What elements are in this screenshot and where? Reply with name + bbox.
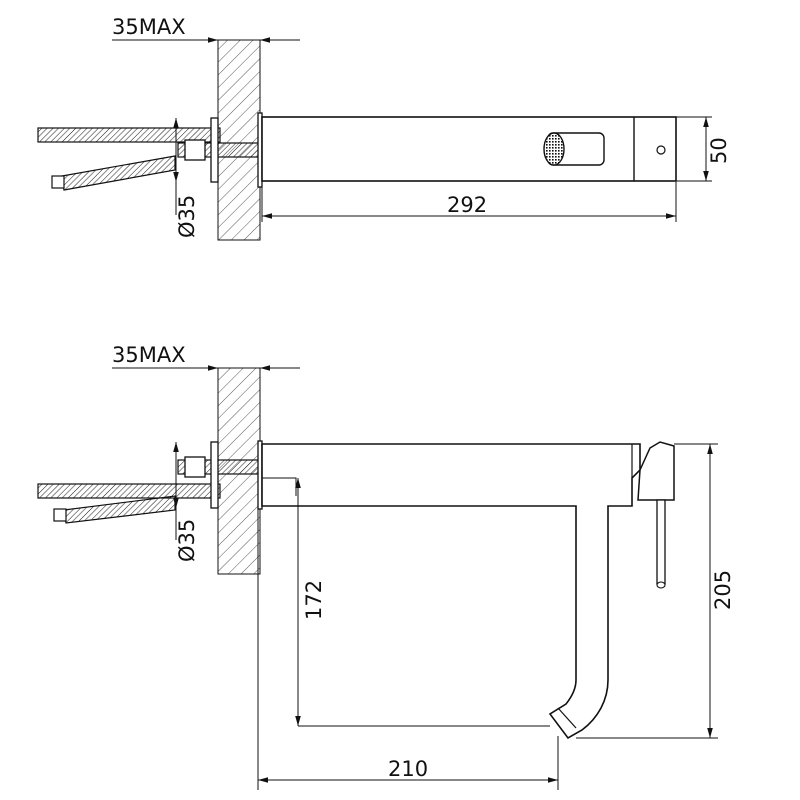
escutcheon-plate bbox=[210, 441, 219, 509]
braided-hose bbox=[61, 155, 176, 191]
hex-nut bbox=[184, 139, 206, 161]
diameter-dimension: Ø35 bbox=[173, 118, 199, 238]
length-dimension: 292 bbox=[261, 182, 677, 222]
hose-end-fitting bbox=[51, 175, 65, 189]
total-height-label: 205 bbox=[711, 570, 735, 610]
height-dimension: 50 bbox=[676, 116, 731, 182]
escutcheon-plate bbox=[210, 117, 219, 183]
top-view: 35MAX Ø35 292 bbox=[37, 15, 731, 241]
aerator-mesh-icon bbox=[543, 132, 565, 166]
hose-end-fitting bbox=[53, 508, 67, 522]
wall-section bbox=[217, 39, 261, 241]
braided-hose bbox=[37, 483, 221, 499]
wall-thickness-label: 35MAX bbox=[112, 343, 186, 367]
wall-thickness-label: 35MAX bbox=[112, 15, 186, 39]
spout-body-side bbox=[261, 443, 641, 740]
projection-label: 210 bbox=[388, 757, 428, 781]
diameter-label: Ø35 bbox=[175, 519, 199, 562]
spout-drop-dimension: 172 bbox=[262, 477, 550, 727]
side-view: 35MAX Ø35 172 bbox=[37, 343, 735, 790]
lever-handle bbox=[637, 441, 675, 501]
projection-dimension: 210 bbox=[257, 509, 559, 790]
lever-rod bbox=[656, 499, 666, 585]
length-label: 292 bbox=[447, 193, 487, 217]
lever-tip bbox=[656, 581, 666, 589]
spout-body-top bbox=[261, 116, 677, 182]
braided-hose bbox=[63, 495, 176, 524]
wall-thickness-dimension: 35MAX bbox=[112, 15, 300, 43]
spout-drop-label: 172 bbox=[302, 580, 326, 620]
diameter-label: Ø35 bbox=[175, 195, 199, 238]
total-height-dimension: 205 bbox=[576, 443, 735, 739]
diameter-dimension: Ø35 bbox=[173, 442, 199, 562]
wall-thickness-dimension: 35MAX bbox=[112, 343, 300, 371]
control-pin-icon bbox=[656, 145, 666, 155]
braided-hose bbox=[37, 127, 221, 143]
height-label: 50 bbox=[707, 137, 731, 164]
hex-nut bbox=[184, 456, 206, 478]
